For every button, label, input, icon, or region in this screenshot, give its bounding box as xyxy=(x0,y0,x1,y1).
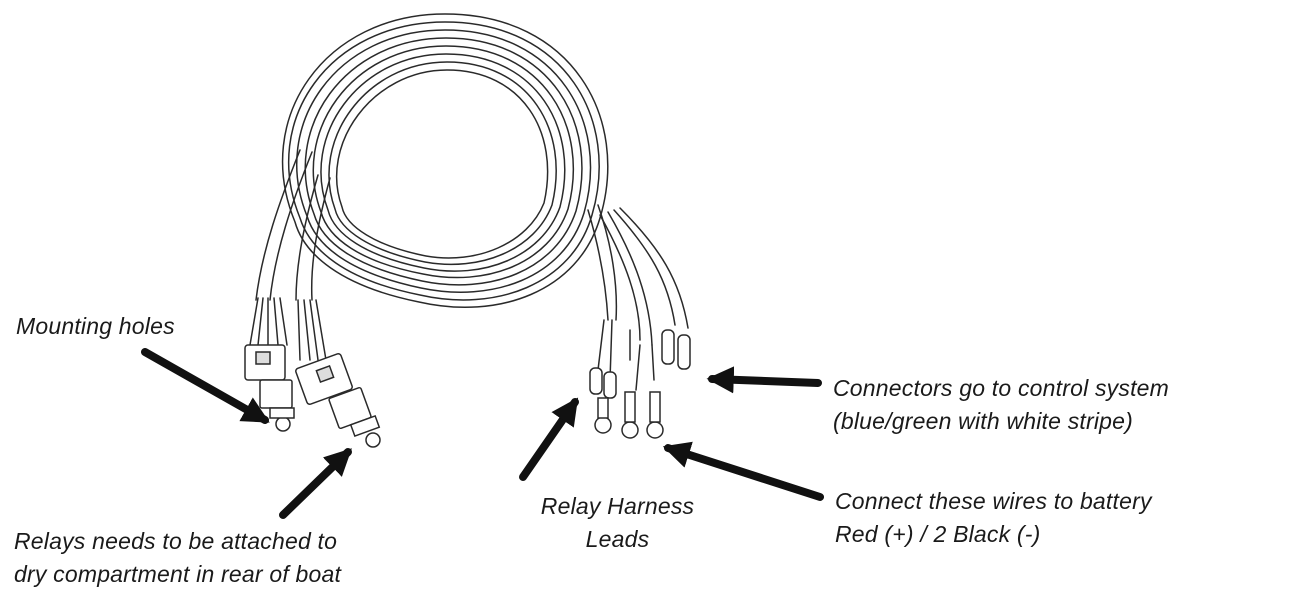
wire-coil xyxy=(281,13,609,309)
arrow-harness-leads xyxy=(519,397,579,481)
arrow-mounting-holes xyxy=(141,348,270,424)
label-harness-leads-line1: Relay Harness xyxy=(540,493,695,519)
label-battery: Connect these wires to battery Red (+) /… xyxy=(835,485,1152,550)
label-connectors-line2: (blue/green with white stripe) xyxy=(833,407,1134,434)
label-connectors: Connectors go to control system (blue/gr… xyxy=(833,372,1169,437)
label-connectors-line1: Connectors go to control system xyxy=(833,375,1170,401)
label-mounting-holes-text: Mounting holes xyxy=(16,313,175,339)
label-mounting-holes: Mounting holes xyxy=(16,310,175,343)
label-battery-line1: Connect these wires to battery xyxy=(835,488,1152,514)
label-harness-leads: Relay Harness Leads xyxy=(515,490,720,555)
label-relays-line2: dry compartment in rear of boat xyxy=(14,560,342,587)
label-relays: Relays needs to be attached to dry compa… xyxy=(14,525,341,590)
label-harness-leads-line2: Leads xyxy=(585,525,650,552)
lead-connectors xyxy=(589,329,691,439)
label-battery-line2: Red (+) / 2 Black (-) xyxy=(835,520,1041,547)
relay-left xyxy=(244,344,295,432)
relay-right xyxy=(295,353,381,448)
harness-leads xyxy=(587,204,689,391)
arrow-battery xyxy=(662,441,824,501)
arrow-connectors xyxy=(706,366,822,394)
pointer-arrows xyxy=(141,348,824,519)
arrow-relays xyxy=(279,448,352,519)
relay-cables xyxy=(249,149,331,361)
label-relays-line1: Relays needs to be attached to xyxy=(14,528,338,554)
